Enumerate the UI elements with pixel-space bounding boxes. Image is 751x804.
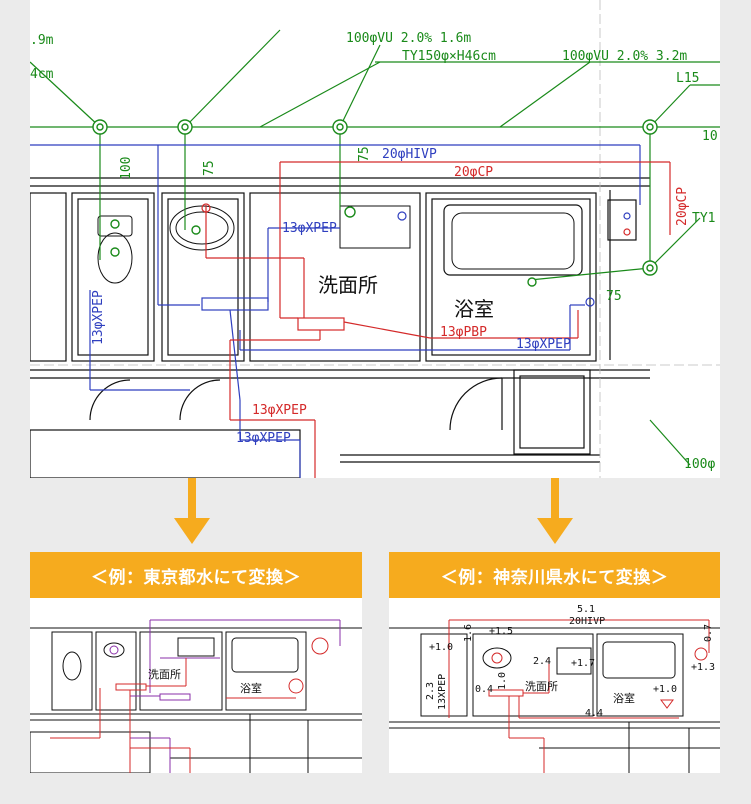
r-label-p17: +1.7 [571,658,595,669]
label-xpep-vert: 13φXPEP [91,290,106,345]
grid-lines [30,0,720,478]
banner-kanagawa: ＜例：神奈川県水にて変換＞ [389,552,720,598]
label-xpep-1: 13φXPEP [282,221,337,236]
label-trap: TY150φ×H46cm [402,49,496,64]
room-washroom: 洗面所 [318,273,378,297]
r-label-24: 2.4 [533,656,551,667]
walls [30,177,650,478]
right-red [448,619,710,773]
right-converted-drawing: 5.1 20HIVP +1.5 1.6 +1.0 2.4 +1.7 0.7 +1… [389,598,720,773]
left-room-washroom: 洗面所 [148,668,181,681]
top-cad-drawing: 100φVU 2.0% 1.6m TY150φ×H46cm 100φVU 2.0… [30,0,720,478]
label-4cm: 4cm [30,67,54,82]
label-xpep-red: 13φXPEP [252,403,307,418]
r-label-p15: +1.5 [489,626,513,637]
label-cp-vert: 20φCP [675,187,690,226]
room-bath: 浴室 [454,297,494,321]
left-drawing-svg: 洗面所 浴室 [30,619,362,773]
label-75-b: 75 [357,146,372,162]
r-label-51: 5.1 [577,604,595,615]
label-xpep-2: 13φXPEP [516,337,571,352]
r-label-hivp: 20HIVP [569,616,605,627]
left-purple [109,619,341,773]
label-100phi: 100φ [684,457,715,472]
r-label-p13: +1.3 [691,662,715,673]
label-pipe-2: 100φVU 2.0% 3.2m [562,49,687,64]
label-cp: 20φCP [454,165,493,180]
green-drain [30,29,720,466]
arrow-down-right [537,478,573,544]
blue-supply [30,144,641,478]
top-drawing-svg: 100φVU 2.0% 1.6m TY150φ×H46cm 100φVU 2.0… [30,0,720,478]
r-label-16: 1.6 [463,624,474,642]
label-09m: .9m [30,33,54,48]
left-walls [30,627,362,773]
r-label-23: 2.3 [425,682,436,700]
label-pbp: 13φPBP [440,325,487,340]
r-label-p10a: +1.0 [429,642,453,653]
fixtures [97,205,575,284]
banner-tokyo: ＜例：東京都水にて変換＞ [30,552,362,598]
r-label-04: 0.4 [475,684,493,695]
drain-nodes [92,119,658,287]
r-room-washroom: 洗面所 [525,680,558,693]
r-label-10b: 1.0 [497,672,508,690]
label-100-vert: 100 [119,157,134,180]
right-walls [389,627,720,773]
label-pipe-1: 100φVU 2.0% 1.6m [346,31,471,46]
right-labels: 5.1 20HIVP +1.5 1.6 +1.0 2.4 +1.7 0.7 +1… [425,604,715,719]
right-drawing-svg: 5.1 20HIVP +1.5 1.6 +1.0 2.4 +1.7 0.7 +1… [389,604,720,773]
label-10: 10 [702,129,718,144]
label-ty1: TY1 [692,211,715,226]
r-label-xpep: 13XPEP [437,674,448,710]
label-l15: L15 [676,71,699,86]
red-hot [201,161,671,478]
r-label-44: 4.4 [585,708,603,719]
r-label-p10c: +1.0 [653,684,677,695]
top-labels: 100φVU 2.0% 1.6m TY150φ×H46cm 100φVU 2.0… [30,31,718,472]
label-xpep-3: 13φXPEP [236,431,291,446]
label-75-a: 75 [202,160,217,176]
r-label-07: 0.7 [703,624,714,642]
label-75-c: 75 [606,289,622,304]
left-converted-drawing: 洗面所 浴室 [30,598,362,773]
arrow-down-left [174,478,210,544]
left-room-bath: 浴室 [240,681,262,695]
r-room-bath: 浴室 [613,691,635,705]
label-hivp: 20φHIVP [382,147,437,162]
left-red [50,637,329,773]
